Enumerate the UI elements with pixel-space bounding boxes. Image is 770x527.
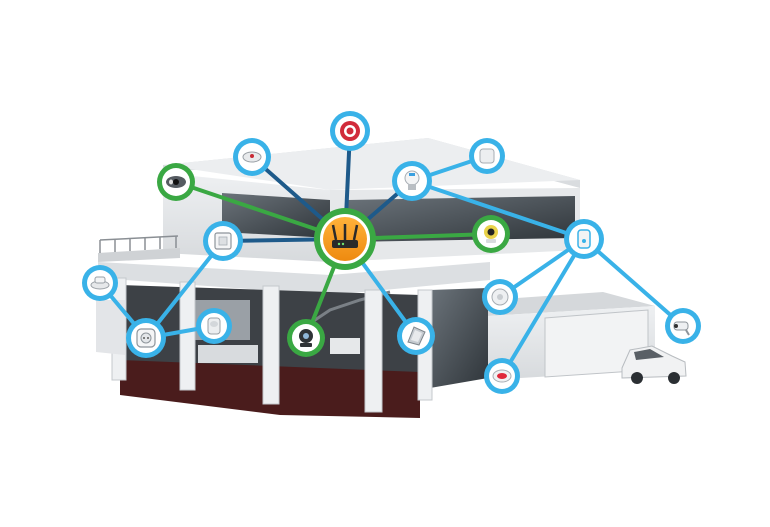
device-alarm[interactable] — [330, 111, 370, 151]
device-dome-camera[interactable] — [157, 163, 195, 201]
balcony-railing — [99, 235, 179, 253]
device-smart-plug[interactable] — [126, 318, 166, 358]
upper-roof-top — [163, 138, 580, 190]
pir-sensor-icon — [207, 317, 221, 335]
router-hub[interactable] — [314, 208, 376, 270]
bulb-icon — [404, 170, 420, 190]
wall-switch-icon — [214, 232, 232, 250]
device-door-sensor[interactable] — [469, 138, 505, 174]
door-sensor-icon — [479, 148, 495, 164]
router-icon — [331, 224, 359, 248]
device-bullet-camera[interactable] — [665, 308, 701, 344]
smoke-detector-icon — [242, 151, 262, 163]
device-motion-sensor[interactable] — [564, 219, 604, 259]
balcony-slab — [98, 248, 180, 262]
device-wall-switch[interactable] — [203, 221, 243, 261]
interior-counter — [198, 345, 258, 363]
siren-icon — [340, 121, 360, 141]
device-ceiling-sensor[interactable] — [482, 279, 518, 315]
device-pan-tilt-camera[interactable] — [287, 319, 325, 357]
ground-overhang — [98, 262, 490, 295]
device-siren-left[interactable] — [82, 265, 118, 301]
left-block — [96, 300, 125, 355]
solar-panel-icon — [407, 326, 426, 346]
dome-camera-icon — [166, 176, 186, 188]
device-panic-button[interactable] — [484, 358, 520, 394]
bullet-camera-icon — [673, 321, 690, 336]
smart-plug-icon — [136, 328, 156, 348]
upper-window-right — [348, 196, 575, 242]
car — [621, 345, 687, 384]
siren-icon — [90, 276, 110, 290]
device-smoke-detector[interactable] — [233, 138, 271, 176]
interior-sofa — [330, 338, 360, 354]
garage-roof — [488, 292, 655, 316]
device-ip-camera[interactable] — [472, 215, 510, 253]
motion-sensor-icon — [577, 229, 591, 249]
side-glass — [430, 288, 488, 388]
device-smart-bulb[interactable] — [392, 161, 432, 201]
ceiling-sensor-icon — [491, 288, 509, 306]
ip-camera-icon — [484, 225, 498, 243]
panic-button-icon — [492, 369, 512, 383]
device-solar-panel[interactable] — [397, 317, 435, 355]
pan-tilt-camera-icon — [299, 329, 313, 347]
device-pir-sensor[interactable] — [196, 308, 232, 344]
